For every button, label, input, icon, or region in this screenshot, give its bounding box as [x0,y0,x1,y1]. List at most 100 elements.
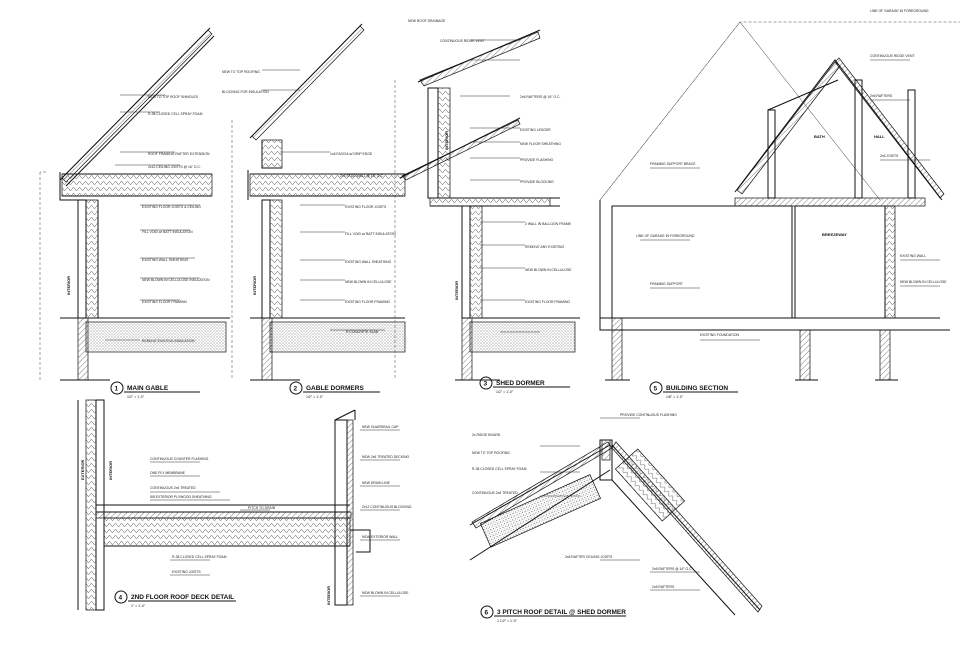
svg-text:LINE OF GARAGE IN FOREGROUND: LINE OF GARAGE IN FOREGROUND [636,234,695,238]
breezeway-label: BREEZEWAY [822,232,847,237]
detail-scale: 1" = 1'-0" [131,604,146,608]
svg-text:CONTINUOUS RIDGE VENT: CONTINUOUS RIDGE VENT [440,39,484,43]
svg-text:NEW GUARDRAIL CAP: NEW GUARDRAIL CAP [362,425,399,429]
svg-text:R CONCRETE SLAB: R CONCRETE SLAB [346,330,379,334]
detail-title-2: 2 GABLE DORMERS 1/2" = 1'-0" [289,381,380,399]
detail-number: 1 [115,386,119,393]
svg-text:EXISTING FLOOR FRAMING: EXISTING FLOOR FRAMING [525,300,570,304]
svg-text:NEW ROOF DRAINAGE: NEW ROOF DRAINAGE [408,19,446,23]
detail-pitch-roof: PROVIDE CONTINUOUS FLASHING 2x RIDGE BOA… [469,413,763,616]
svg-text:2x RIDGE BOARD: 2x RIDGE BOARD [472,433,501,437]
svg-text:NEW EXTERIOR WALL: NEW EXTERIOR WALL [362,535,398,539]
bath-label: BATH [814,134,825,139]
svg-text:FRAMING SUPPORT: FRAMING SUPPORT [650,282,683,286]
detail-number: 2 [294,386,298,393]
detail-title: MAIN GABLE [127,385,169,392]
svg-text:R-38 CLOSED CELL SPRAY FOAM: R-38 CLOSED CELL SPRAY FOAM [148,112,203,116]
svg-text:R-38 CLOSED CELL SPRAY FOAM: R-38 CLOSED CELL SPRAY FOAM [472,467,527,471]
svg-text:CONTINUOUS 2x6 TREATED: CONTINUOUS 2x6 TREATED [150,486,196,490]
svg-text:REMOVE EXISTING INSULATION: REMOVE EXISTING INSULATION [142,339,195,343]
svg-text:EXISTING FLOOR JOISTS: EXISTING FLOOR JOISTS [345,205,387,209]
svg-text:NEW FLOOR SHEATHING: NEW FLOOR SHEATHING [520,142,561,146]
svg-text:2x6 JOISTS: 2x6 JOISTS [880,154,899,158]
detail-title: SHED DORMER [496,380,545,387]
hall-label: HALL [874,134,885,139]
detail-number: 4 [119,595,123,602]
svg-text:EXISTING JOISTS: EXISTING JOISTS [172,570,201,574]
detail-number: 5 [654,386,658,393]
svg-text:2x6 RAFTERS @ 16" O.C.: 2x6 RAFTERS @ 16" O.C. [652,567,693,571]
svg-text:EXISTING FLOOR FRAMING: EXISTING FLOOR FRAMING [142,300,187,304]
svg-text:BLOCKING FOR INSULATION: BLOCKING FOR INSULATION [222,90,269,94]
detail-title-1: 1 MAIN GABLE 1/2" = 1'-0" [110,381,200,399]
detail-scale: 1/2" = 1'-0" [127,395,145,399]
svg-text:5/8 EXTERIOR PLYWOOD SHEATHING: 5/8 EXTERIOR PLYWOOD SHEATHING [150,495,212,499]
detail-title-5: 5 BUILDING SECTION 1/8" = 1'-0" [649,381,738,399]
svg-text:EXISTING FOUNDATION: EXISTING FOUNDATION [700,333,739,337]
detail-title: 2ND FLOOR ROOF DECK DETAIL [131,594,234,601]
svg-text:CONTINUOUS 2x6 TREATED: CONTINUOUS 2x6 TREATED [472,491,518,495]
svg-text:EXISTING LEDGER: EXISTING LEDGER [520,128,551,132]
svg-text:2x6 RAFTERS: 2x6 RAFTERS [870,94,893,98]
svg-text:EXISTING WALL SHEATHING: EXISTING WALL SHEATHING [142,258,189,262]
svg-text:LINE OF GARAGE IN FOREGROUND: LINE OF GARAGE IN FOREGROUND [870,9,929,13]
detail-scale: 1 1/2" = 1'-0" [497,619,518,623]
svg-text:R-38 CLOSED CELL SPRAY FOAM: R-38 CLOSED CELL SPRAY FOAM [172,555,227,559]
svg-text:NEW BLOWN IN CELLULOSE: NEW BLOWN IN CELLULOSE [362,591,409,595]
svg-text:NEW BLOWN IN CELLULOSE INSULAT: NEW BLOWN IN CELLULOSE INSULATION [142,278,210,282]
svg-text:NEW BLOWN IN CELLULOSE: NEW BLOWN IN CELLULOSE [900,280,947,284]
svg-text:2x12 CONTINUOUS BLOCKING: 2x12 CONTINUOUS BLOCKING [362,505,412,509]
svg-text:1x6 FASCIA w/ DRIP EDGE: 1x6 FASCIA w/ DRIP EDGE [330,152,373,156]
svg-text:PROVIDE BLOCKING: PROVIDE BLOCKING [520,180,554,184]
svg-text:2x6 RAFTERS @ 16" O.C.: 2x6 RAFTERS @ 16" O.C. [520,95,561,99]
svg-text:FILL VOID w/ BATT INSULATION: FILL VOID w/ BATT INSULATION [345,232,396,236]
interior-label-4: INTERIOR [454,281,459,300]
detail-number: 3 [484,381,488,388]
svg-text:PITCH TO DRAIN: PITCH TO DRAIN [248,506,276,510]
detail-scale: 1/2" = 1'-0" [306,395,324,399]
svg-text:PROVIDE CONTINUOUS FLASHING: PROVIDE CONTINUOUS FLASHING [620,413,677,417]
detail-main-gable: NEW TO TOP ROOF SHINGLES R-38 CLOSED CEL… [39,27,230,381]
svg-text:EXISTING FLOOR FRAMING: EXISTING FLOOR FRAMING [345,300,390,304]
detail-gable-dormers: NEW TO TOP ROOFING BLOCKING FOR INSULATI… [222,23,406,381]
svg-text:2x6 RAFTERS: 2x6 RAFTERS [652,585,675,589]
svg-text:CONTINUOUS COUNTER FLASHING: CONTINUOUS COUNTER FLASHING [150,457,209,461]
detail-title-4: 4 2ND FLOOR ROOF DECK DETAIL 1" = 1'-0" [114,590,236,608]
svg-text:NEW BLOWN IN CELLULOSE: NEW BLOWN IN CELLULOSE [345,280,392,284]
interior-label-6: INTERIOR [326,586,331,605]
interior-label-3: INTERIOR [444,131,449,150]
detail-title-3: 3 SHED DORMER 1/2" = 1'-0" [479,376,570,394]
svg-text:NEW TO TOP ROOFING: NEW TO TOP ROOFING [472,451,510,455]
svg-text:2x4 STUD WALL @ 16" O.C.: 2x4 STUD WALL @ 16" O.C. [340,174,384,178]
detail-shed-dormer: NEW ROOF DRAINAGE CONTINUOUS RIDGE VENT … [394,19,580,381]
interior-label-2: INTERIOR [252,276,257,295]
detail-title: 3 PITCH ROOF DETAIL @ SHED DORMER [497,609,626,616]
detail-number: 6 [485,610,489,617]
svg-text:2 WALL IN BALLOON FRAME: 2 WALL IN BALLOON FRAME [525,222,572,226]
interior-label-5: INTERIOR [108,461,113,480]
svg-text:FRAMING SUPPORT BRACE: FRAMING SUPPORT BRACE [650,162,696,166]
svg-text:NEW TO TOP ROOF SHINGLES: NEW TO TOP ROOF SHINGLES [148,95,199,99]
svg-text:PROVIDE FLASHING: PROVIDE FLASHING [520,158,554,162]
svg-text:2x12 CEILING JOISTS @ 16" O.C.: 2x12 CEILING JOISTS @ 16" O.C. [148,165,201,169]
svg-text:NEW TO TOP ROOFING: NEW TO TOP ROOFING [222,70,260,74]
detail-roof-deck: CONTINUOUS COUNTER FLASHING ONE PLY MEMB… [77,399,412,611]
svg-text:EXISTING WALL SHEATHING: EXISTING WALL SHEATHING [345,260,392,264]
svg-text:2x6 RAFTER CEILING JOISTS: 2x6 RAFTER CEILING JOISTS [565,555,613,559]
detail-title-6: 6 3 PITCH ROOF DETAIL @ SHED DORMER 1 1/… [480,605,626,623]
detail-title: GABLE DORMERS [306,385,364,392]
svg-text:ONE PLY MEMBRANE: ONE PLY MEMBRANE [150,471,186,475]
svg-text:NEW BLOWN IN CELLULOSE: NEW BLOWN IN CELLULOSE [525,268,572,272]
svg-text:NEW DRAIN LINE: NEW DRAIN LINE [362,481,391,485]
svg-text:REMOVE ANY EXISTING: REMOVE ANY EXISTING [525,245,564,249]
svg-text:FILL VOID w/ BATT INSULATION: FILL VOID w/ BATT INSULATION [142,230,193,234]
svg-text:ROOF FRAMING RAFTER EXTENSION: ROOF FRAMING RAFTER EXTENSION [148,152,210,156]
detail-building-section: BATH HALL BREEZEWAY FRAMING SUPPORT BRAC… [599,9,960,381]
interior-label: INTERIOR [66,276,71,295]
detail-scale: 1/8" = 1'-0" [666,395,684,399]
svg-text:NEW 2x6 TREATED DECKING: NEW 2x6 TREATED DECKING [362,455,410,459]
detail-scale: 1/2" = 1'-0" [496,390,514,394]
svg-text:EXISTING FLOOR JOISTS & CEILIN: EXISTING FLOOR JOISTS & CEILING [142,205,201,209]
exterior-label: EXTERIOR [80,459,85,480]
